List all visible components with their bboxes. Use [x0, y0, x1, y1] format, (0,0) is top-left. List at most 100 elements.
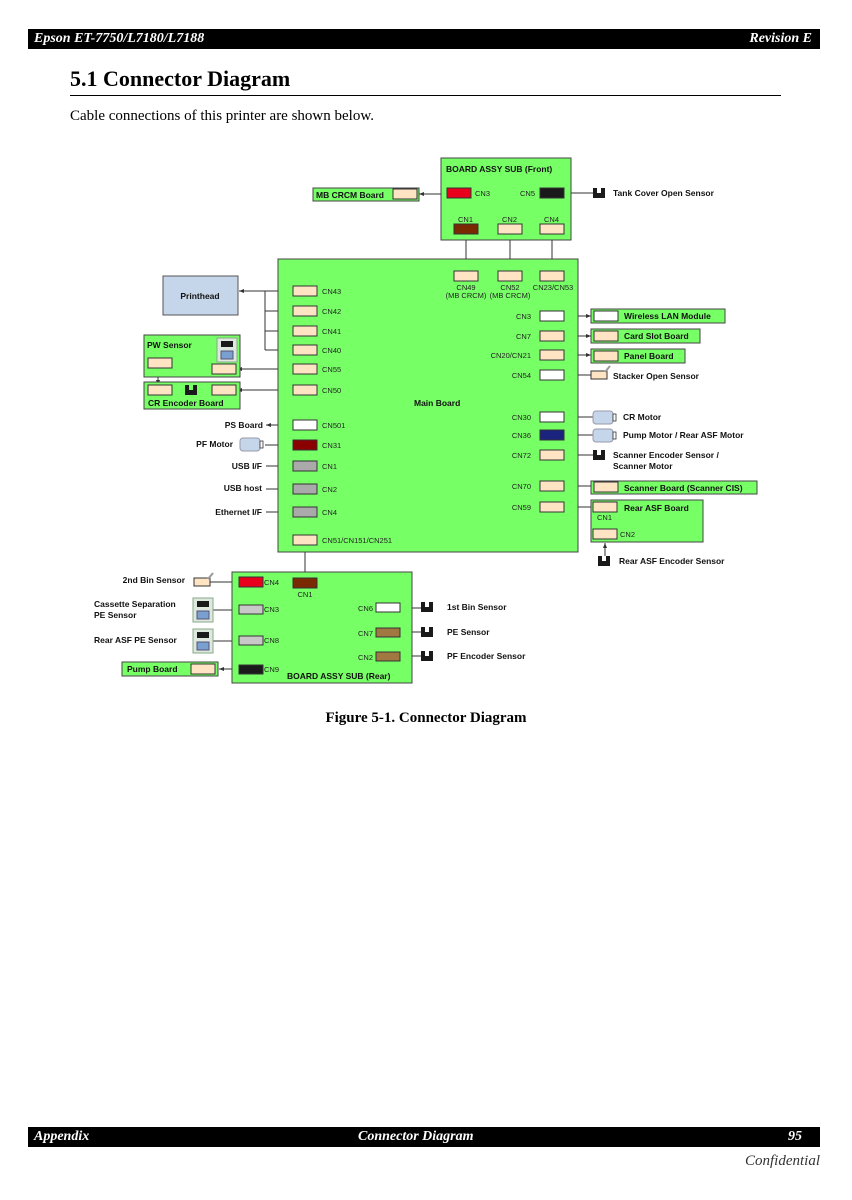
rear-asf-encoder-icon — [598, 556, 610, 566]
label-cn41: CN41 — [322, 327, 341, 336]
connector-front-cn2 — [497, 223, 523, 235]
footer-topic: Connector Diagram — [358, 1129, 474, 1144]
rear-asf-label: Rear ASF Board — [624, 503, 689, 513]
label-rear-cn6: CN6 — [358, 604, 373, 613]
intro-text: Cable connections of this printer are sh… — [70, 108, 374, 124]
connector-cn23 — [539, 270, 565, 282]
photo-interrupter-icon — [593, 188, 605, 198]
mb-crcm-label: MB CRCM Board — [316, 190, 384, 200]
lever-sensor-icon — [193, 572, 214, 587]
right-connectors: CN3 CN7 CN20/CN21 CN54 CN30 CN36 CN72 CN… — [491, 310, 565, 513]
header-revision: Revision E — [749, 31, 812, 46]
pf-motor-icon — [239, 437, 264, 452]
connector-front-cn1 — [453, 223, 479, 235]
figure-caption: Figure 5-1. Connector Diagram — [325, 710, 527, 726]
label-front-cn4: CN4 — [544, 215, 559, 224]
pe-sensor-label: PE Sensor — [447, 627, 490, 637]
lever-sensor-icon — [590, 365, 611, 380]
label-front-cn2: CN2 — [502, 215, 517, 224]
rear-board-title: BOARD ASSY SUB (Rear) — [287, 671, 391, 681]
label-rear-cn2: CN2 — [358, 653, 373, 662]
rear-asf-encoder-label: Rear ASF Encoder Sensor — [619, 556, 725, 566]
confidential-mark: Confidential — [745, 1153, 820, 1169]
label-cn20: CN20/CN21 — [491, 351, 531, 360]
connector-front-cn5 — [539, 187, 565, 199]
bin1-sensor-label: 1st Bin Sensor — [447, 602, 507, 612]
stacker-sensor-label: Stacker Open Sensor — [613, 371, 700, 381]
label-cn43: CN43 — [322, 287, 341, 296]
card-slot-board: Card Slot Board — [590, 328, 701, 344]
printhead-label: Printhead — [180, 291, 219, 301]
scanner-encoder-label: Scanner Encoder Sensor / — [613, 450, 719, 460]
scanner-board-label: Scanner Board (Scanner CIS) — [624, 483, 743, 493]
panel-label: Panel Board — [624, 351, 674, 361]
section-title: 5.1 Connector Diagram — [70, 66, 291, 91]
usb-if-label: USB I/F — [232, 461, 262, 471]
pump-board: Pump Board — [121, 661, 219, 677]
label-cn4: CN4 — [322, 508, 337, 517]
scanner-motor-label: Scanner Motor — [613, 461, 673, 471]
rear-asf-cn2-label: CN2 — [620, 530, 635, 539]
label-front-cn5: CN5 — [520, 189, 535, 198]
label-rear-cn1: CN1 — [297, 590, 312, 599]
usb-host-label: USB host — [224, 483, 262, 493]
label-cn31: CN31 — [322, 441, 341, 450]
footer-section: Appendix — [34, 1129, 90, 1144]
pe-sensor-icon — [421, 627, 433, 637]
pf-encoder-label: PF Encoder Sensor — [447, 651, 526, 661]
label-rear-cn3: CN3 — [264, 605, 279, 614]
label-front-cn3: CN3 — [475, 189, 490, 198]
printhead: Printhead — [162, 275, 239, 316]
label-cn42: CN42 — [322, 307, 341, 316]
label-cn70: CN70 — [512, 482, 531, 491]
scanner-encoder-icon — [593, 450, 605, 460]
board-assy-sub-front: BOARD ASSY SUB (Front) CN3 CN5 CN1 CN2 C… — [440, 157, 572, 241]
rear-asf-cn1-label: CN1 — [597, 513, 612, 522]
ps-board-label: PS Board — [225, 420, 263, 430]
pump-motor-label: Pump Motor / Rear ASF Motor — [623, 430, 744, 440]
label-cn36: CN36 — [512, 431, 531, 440]
cassette-sensor-label-2: PE Sensor — [94, 610, 137, 620]
label-cn55: CN55 — [322, 365, 341, 374]
label-cn72: CN72 — [512, 451, 531, 460]
main-board: Main Board CN49 CN52 CN23/CN53 (MB CRCM)… — [277, 258, 579, 553]
label-cn49: CN49 — [456, 283, 475, 292]
scanner-board: Scanner Board (Scanner CIS) — [590, 480, 758, 495]
cr-encoder-label: CR Encoder Board — [148, 398, 224, 408]
label-cn7: CN7 — [516, 332, 531, 341]
label-cn23-cn53: CN23/CN53 — [533, 283, 573, 292]
label-cn59: CN59 — [512, 503, 531, 512]
mb-crcm-board: MB CRCM Board — [312, 187, 420, 202]
card-slot-label: Card Slot Board — [624, 331, 689, 341]
cassette-sensor-label: Cassette Separation — [94, 599, 176, 609]
pf-motor-label: PF Motor — [196, 439, 234, 449]
label-cn51: CN51/CN151/CN251 — [322, 536, 392, 545]
ethernet-if-label: Ethernet I/F — [215, 507, 262, 517]
label-cn501: CN501 — [322, 421, 345, 430]
label-cn49-sub: (MB CRCM) — [446, 291, 487, 300]
cr-motor-icon — [592, 410, 617, 425]
photo-sensor-icon — [192, 628, 214, 654]
connector-cn49 — [453, 270, 479, 282]
pump-motor-icon — [592, 428, 617, 443]
wireless-label: Wireless LAN Module — [624, 311, 711, 321]
label-rear-cn7: CN7 — [358, 629, 373, 638]
label-cn1: CN1 — [322, 462, 337, 471]
pw-sensor: PW Sensor — [143, 334, 241, 378]
header-bar: Epson ET-7750/L7180/L7188 Revision E — [28, 29, 820, 49]
tank-cover-sensor-label: Tank Cover Open Sensor — [613, 188, 715, 198]
bin1-sensor-icon — [421, 602, 433, 612]
label-cn50: CN50 — [322, 386, 341, 395]
cr-motor-label: CR Motor — [623, 412, 662, 422]
label-rear-cn4: CN4 — [264, 578, 279, 587]
photo-sensor-icon — [216, 337, 238, 363]
label-front-cn1: CN1 — [458, 215, 473, 224]
panel-board: Panel Board — [590, 348, 686, 364]
connector-front-cn4 — [539, 223, 565, 235]
footer-bar: Appendix Connector Diagram 95 — [28, 1127, 820, 1147]
label-rear-cn9: CN9 — [264, 665, 279, 674]
board-assy-sub-rear: CN4 CN1 CN3 CN8 CN9 CN6 CN7 CN2 BOARD AS… — [231, 571, 413, 684]
title-rule — [70, 95, 781, 96]
page-number: 95 — [788, 1129, 802, 1144]
